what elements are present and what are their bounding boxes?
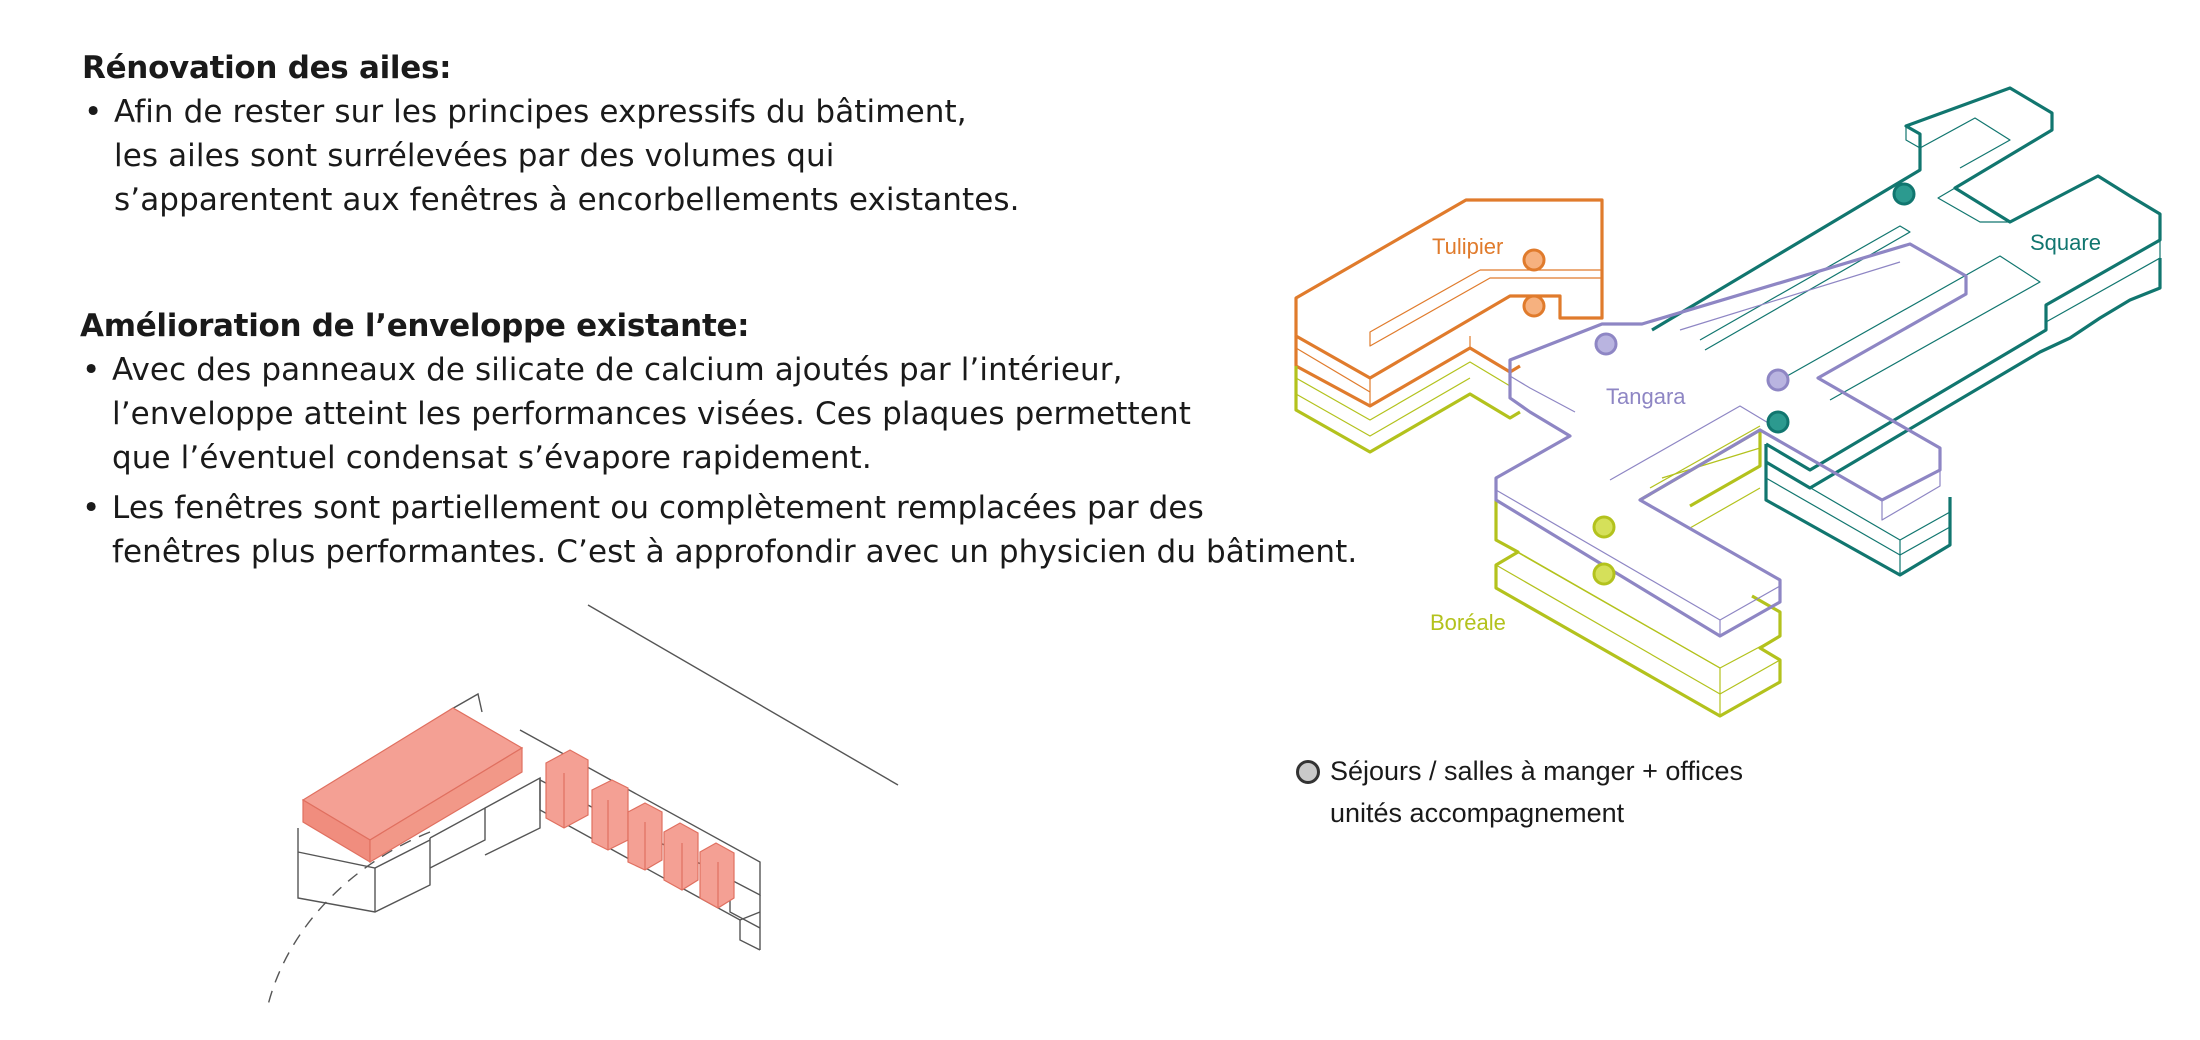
bay-volume [545, 749, 589, 829]
room-marker-boreale [1592, 515, 1616, 539]
renovation-heading: Rénovation des ailes: [82, 50, 452, 86]
bullet-line: fenêtres plus performantes. C’est à appr… [112, 534, 1358, 570]
legend-text-line: Séjours / salles à manger + offices [1330, 756, 1743, 786]
renovation-section: Rénovation des ailes: Afin de rester sur… [82, 46, 1020, 222]
wing-tangara [1494, 242, 1968, 638]
wing-label-tulipier: Tulipier [1432, 234, 1503, 259]
bullet-line: Afin de rester sur les principes express… [114, 94, 967, 130]
legend-text-line: unités accompagnement [1330, 798, 1625, 828]
wing-label-boreale: Boréale [1430, 610, 1506, 635]
connector-volume [429, 806, 486, 869]
bullet-line: que l’éventuel condensat s’évapore rapid… [112, 440, 872, 476]
bay-volume [591, 779, 629, 851]
bullet-line: Les fenêtres sont partiellement ou compl… [112, 490, 1204, 526]
room-marker-tulipier [1522, 294, 1546, 318]
room-marker-square [1766, 410, 1790, 434]
renovation-bullet: Afin de rester sur les principes express… [82, 90, 1020, 222]
envelope-section: Amélioration de l’enveloppe existante: A… [80, 304, 1357, 574]
room-marker-boreale [1592, 562, 1616, 586]
room-marker-tulipier [1522, 248, 1546, 272]
envelope-bullet-list: Avec des panneaux de silicate de calcium… [80, 348, 1357, 574]
envelope-bullet: Les fenêtres sont partiellement ou compl… [80, 486, 1357, 574]
isometric-wing-sketch [267, 604, 899, 1006]
bullet-line: l’enveloppe atteint les performances vis… [112, 396, 1191, 432]
room-marker-tangara [1594, 332, 1618, 356]
wing-square [1651, 86, 2162, 577]
raised-volume-main-front [369, 746, 523, 864]
room-marker-square [1892, 182, 1916, 206]
bay-volume [699, 842, 735, 909]
raised-volumes [301, 707, 735, 909]
map-legend: Séjours / salles à manger + offices unit… [1296, 750, 1743, 834]
site-axonometric: Tulipier Tangara Square Boréale [1294, 86, 2162, 718]
context-line [587, 604, 899, 786]
legend-marker-icon [1296, 760, 1320, 784]
bullet-line: les ailes sont surrélevées par des volum… [114, 138, 835, 174]
roof-notch [449, 692, 483, 713]
room-markers [1522, 182, 1916, 586]
wing-label-square: Square [2030, 230, 2101, 255]
bullet-line: Avec des panneaux de silicate de calcium… [112, 352, 1123, 388]
renovation-bullet-list: Afin de rester sur les principes express… [82, 90, 1020, 222]
bay-volume [663, 822, 699, 891]
envelope-heading: Amélioration de l’enveloppe existante: [80, 308, 750, 344]
bay-volume [627, 802, 663, 871]
wing-end-line [739, 920, 761, 951]
room-marker-tangara [1766, 368, 1790, 392]
wing-tulipier [1294, 198, 1604, 408]
envelope-bullet: Avec des panneaux de silicate de calcium… [80, 348, 1357, 480]
wing-label-tangara: Tangara [1606, 384, 1686, 409]
bullet-line: s’apparentent aux fenêtres à encorbellem… [114, 182, 1020, 218]
dashed-arc [267, 831, 431, 1006]
